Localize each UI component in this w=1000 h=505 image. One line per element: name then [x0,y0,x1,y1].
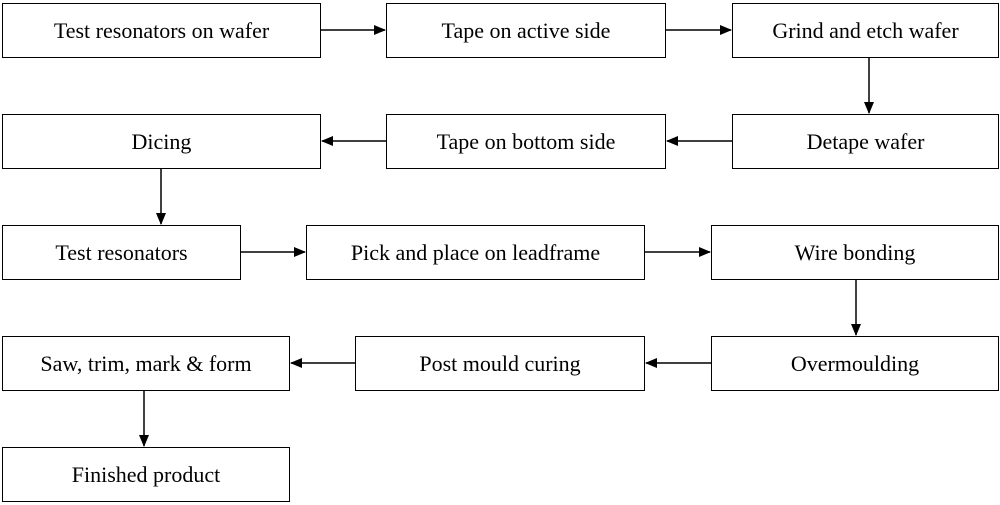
step-test-resonators: Test resonators [2,225,241,280]
step-overmoulding: Overmoulding [711,336,999,391]
step-wire-bonding: Wire bonding [711,225,999,280]
step-post-mould-curing: Post mould curing [355,336,645,391]
step-dicing: Dicing [2,114,321,169]
step-tape-on-active-side: Tape on active side [386,3,666,58]
step-detape-wafer: Detape wafer [732,114,999,169]
step-tape-on-bottom-side: Tape on bottom side [386,114,666,169]
step-finished-product: Finished product [2,447,290,502]
step-pick-and-place-on-leadframe: Pick and place on leadframe [306,225,645,280]
step-test-resonators-on-wafer: Test resonators on wafer [2,3,321,58]
step-saw-trim-mark-form: Saw, trim, mark & form [2,336,290,391]
step-grind-and-etch-wafer: Grind and etch wafer [732,3,999,58]
